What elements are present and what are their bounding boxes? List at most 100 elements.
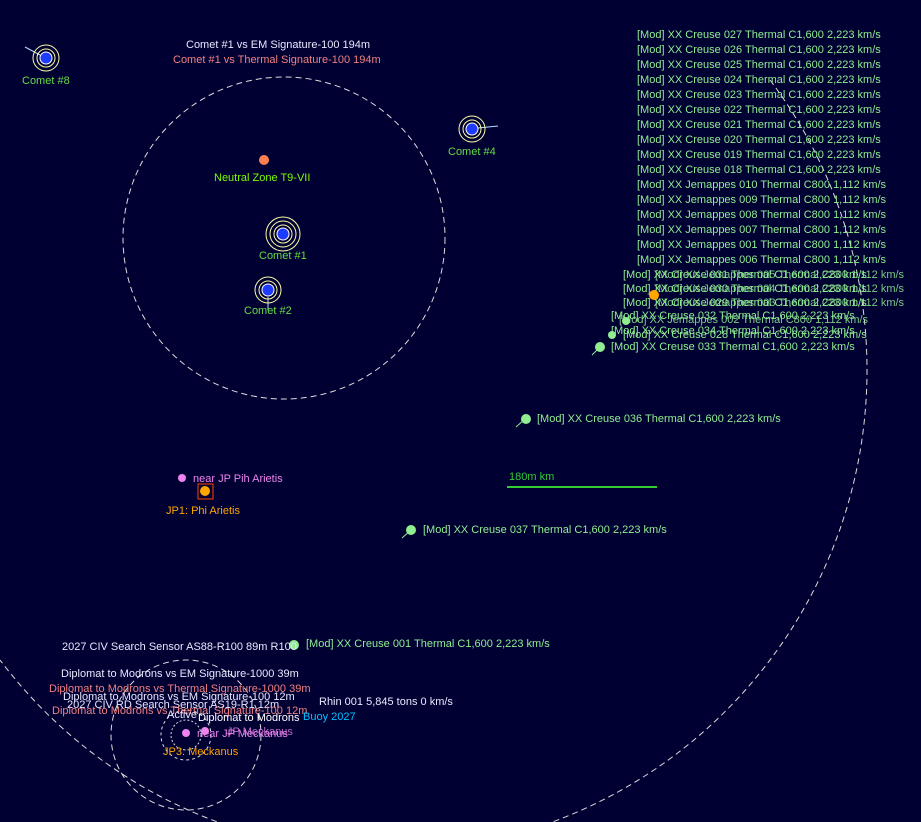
comet-1[interactable]: Comet #1 [259, 216, 307, 262]
large-range-arc [0, 79, 868, 822]
fleet-label: [Mod] XX Creuse 001 Thermal C1,600 2,223… [306, 638, 550, 650]
comet-4-ring-inner [462, 119, 482, 139]
meckanus-inner-circle [160, 709, 212, 761]
fleet-overlap-item: [Mod] XX Jemappes 002 Thermal C800 1,112… [619, 314, 869, 326]
comet-2-ring-inner [258, 280, 278, 300]
fleet-list-item[interactable]: [Mod] XX Jemappes 009 Thermal C800 1,112… [637, 194, 887, 206]
buoy-label: Buoy 2027 [303, 711, 356, 723]
comet-1-ring-outer [265, 216, 301, 252]
fleet-icon [289, 640, 299, 650]
comet-1-ring-mid [269, 220, 297, 248]
comet-8-label: Comet #8 [22, 75, 70, 87]
fleet-list-item[interactable]: [Mod] XX Creuse 023 Thermal C1,600 2,223… [637, 89, 881, 101]
fleet-list-item[interactable]: [Mod] XX Creuse 019 Thermal C1,600 2,223… [637, 149, 881, 161]
comet-4-icon [465, 122, 479, 136]
meckanus-inner-circle-2 [170, 719, 202, 751]
fleet-overlap-item: [Mod] XX Creuse 031 Thermal C1,600 2,223… [623, 269, 867, 281]
fleet-list-item[interactable]: [Mod] XX Jemappes 008 Thermal C800 1,112… [637, 209, 887, 221]
comet-2-label: Comet #2 [244, 305, 292, 317]
fleet-icon [521, 414, 531, 424]
fleet-icon [406, 525, 416, 535]
fleet-overlap-item: [Mod] XX Creuse 032 Thermal C1,600 2,223… [611, 310, 855, 322]
active-label: Active [167, 709, 197, 721]
comet-4-label: Comet #4 [448, 146, 496, 158]
fleet-list-item[interactable]: [Mod] XX Creuse 020 Thermal C1,600 2,223… [637, 134, 881, 146]
jump-point-icon [200, 486, 210, 496]
scale-bar: 180m km [507, 471, 657, 488]
fleet-label: [Mod] XX Creuse 037 Thermal C1,600 2,223… [423, 524, 667, 536]
comet-8-ring-outer [32, 44, 60, 72]
fleet-list-item[interactable]: [Mod] XX Jemappes 001 Thermal C800 1,112… [637, 239, 887, 251]
diplomat-em-contact-2: Diplomat to Modrons vs EM Signature-100 … [63, 691, 295, 703]
scale-label: 180m km [509, 471, 554, 483]
fleet-list-item[interactable]: [Mod] XX Jemappes 010 Thermal C800 1,112… [637, 179, 887, 191]
fleet-overlap-item: [Mod] XX Creuse 028 Thermal C1,600 2,223… [623, 329, 867, 341]
jump-point-label: JP3: Meckanus [163, 746, 239, 758]
neutral-zone-body[interactable]: Neutral Zone T9-VII [214, 155, 310, 184]
fleet-overlap-item: [Mod] XX Jemappes 004 Thermal C800 1,112… [655, 283, 905, 295]
meckanus-label: JP Meckanus [227, 726, 293, 738]
fleet-list-item[interactable]: [Mod] XX Jemappes 006 Thermal C800 1,112… [637, 254, 887, 266]
rhin-label: Rhin 001 5,845 tons 0 km/s [319, 696, 453, 708]
comet1-range-circle [122, 76, 446, 400]
comet-8-tail [24, 46, 41, 56]
meckanus-cluster[interactable]: 2027 CIV Search Sensor AS88-R100 89m R10… [49, 641, 453, 758]
fleet-list-item[interactable]: [Mod] XX Creuse 021 Thermal C1,600 2,223… [637, 119, 881, 131]
comet-2-ring-outer [254, 276, 282, 304]
civ-rd-sensor-label: 2027 CIV RD Search Sensor AS19-R1 12m [67, 699, 279, 711]
fleet-creuse-001[interactable]: [Mod] XX Creuse 001 Thermal C1,600 2,223… [289, 638, 550, 650]
comet-8-icon [39, 51, 53, 65]
fleet-overlap-item: [Mod] XX Jemappes 005 Thermal C800 1,112… [655, 269, 905, 281]
jump-point-label: JP1: Phi Arietis [166, 505, 240, 517]
comet-8[interactable]: Comet #8 [22, 44, 70, 87]
fleet-overlap-item: [Mod] XX Creuse 033 Thermal C1,600 2,223… [611, 341, 855, 353]
meckanus-range-circle [110, 659, 262, 811]
fleet-overlap-item: [Mod] XX Creuse 029 Thermal C1,600 2,223… [623, 297, 867, 309]
fleet-list-item[interactable]: [Mod] XX Creuse 025 Thermal C1,600 2,223… [637, 59, 881, 71]
waypoint-icon [182, 729, 190, 737]
diplomat-thermal-contact: Diplomat to Modrons vs Thermal Signature… [49, 683, 310, 695]
fleet-overlap-item: [Mod] XX Creuse 034 Thermal C1,600 2,223… [611, 325, 855, 337]
comet-4-ring-outer [458, 115, 486, 143]
comet1-thermal-contact[interactable]: Comet #1 vs Thermal Signature-100 194m [173, 54, 381, 66]
fleet-list-item[interactable]: [Mod] XX Creuse 022 Thermal C1,600 2,223… [637, 104, 881, 116]
comet-1-label: Comet #1 [259, 250, 307, 262]
waypoint-icon [178, 474, 186, 482]
neutral-zone-icon [259, 155, 269, 165]
fleet-icon [608, 331, 616, 339]
fleet-list-item[interactable]: [Mod] XX Creuse 024 Thermal C1,600 2,223… [637, 74, 881, 86]
comet-2[interactable]: Comet #2 [244, 276, 292, 317]
civ-sensor-label: 2027 CIV Search Sensor AS88-R100 89m R10… [62, 641, 297, 653]
comet-1-icon [276, 227, 290, 241]
neutral-zone-label: Neutral Zone T9-VII [214, 172, 310, 184]
fleet-heading [591, 346, 601, 356]
fleet-overlap-item: [Mod] XX Creuse 030 Thermal C1,600 2,223… [623, 283, 867, 295]
jump-point-box [197, 483, 214, 500]
comet1-em-contact[interactable]: Comet #1 vs EM Signature-100 194m [186, 39, 370, 51]
comet-8-ring-inner [36, 48, 56, 68]
fleet-cluster[interactable]: [Mod] XX Creuse 031 Thermal C1,600 2,223… [591, 269, 905, 356]
fleet-list-item[interactable]: [Mod] XX Creuse 018 Thermal C1,600 2,223… [637, 164, 881, 176]
jp1-phi-arietis[interactable]: near JP Pih Arietis JP1: Phi Arietis [166, 473, 283, 517]
fleet-list-item[interactable]: [Mod] XX Jemappes 007 Thermal C800 1,112… [637, 224, 887, 236]
fleet-icon [622, 317, 630, 325]
fleet-label: [Mod] XX Creuse 036 Thermal C1,600 2,223… [537, 413, 781, 425]
jump-point-icon [649, 290, 659, 300]
fleet-overlap-item: [Mod] XX Jemappes 003 Thermal C800 1,112… [655, 297, 905, 309]
comet-1-ring-inner [273, 224, 293, 244]
fleet-list: [Mod] XX Creuse 027 Thermal C1,600 2,223… [637, 29, 887, 266]
waypoint-label: near JP Pih Arietis [193, 473, 283, 485]
diplomat-em-contact: Diplomat to Modrons vs EM Signature-1000… [61, 668, 299, 680]
comet-4[interactable]: Comet #4 [448, 115, 499, 158]
fleet-list-item[interactable]: [Mod] XX Creuse 026 Thermal C1,600 2,223… [637, 44, 881, 56]
diplomat-thermal-contact-2: Diplomat to Modrons vs Thermal Signature… [52, 705, 307, 717]
diplomat-label: Diplomat to Modrons [198, 712, 300, 724]
waypoint-icon [201, 727, 209, 735]
fleet-creuse-036[interactable]: [Mod] XX Creuse 036 Thermal C1,600 2,223… [515, 413, 781, 428]
comet-2-icon [261, 283, 275, 297]
near-meckanus-label: near JP Meckanus [197, 728, 288, 740]
fleet-creuse-037[interactable]: [Mod] XX Creuse 037 Thermal C1,600 2,223… [401, 524, 667, 539]
fleet-list-item[interactable]: [Mod] XX Creuse 027 Thermal C1,600 2,223… [637, 29, 881, 41]
